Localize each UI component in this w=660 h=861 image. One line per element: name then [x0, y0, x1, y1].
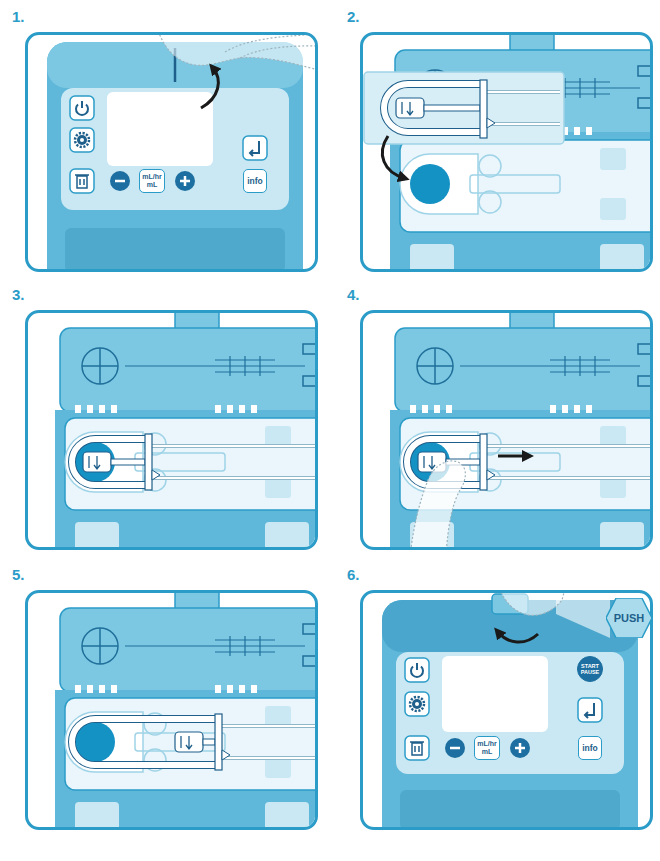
step-panel: 1.mL/hr mLinfo	[25, 32, 318, 272]
callout-label: PUSH	[614, 612, 645, 624]
step-panel: 5.	[25, 590, 318, 830]
step-number: 2.	[347, 8, 360, 25]
push-callout: PUSH	[606, 598, 652, 638]
step-panel: 3.	[25, 310, 318, 550]
step-number: 6.	[347, 566, 360, 583]
keypad-button: info	[243, 169, 267, 193]
start-pause-button: START PAUSE	[577, 656, 603, 682]
step-panel: 4.	[360, 310, 653, 550]
step-number: 1.	[12, 8, 25, 25]
button-label: info	[247, 176, 263, 186]
hex-shape	[606, 598, 652, 638]
button-label: mL/hr mL	[141, 173, 163, 190]
keypad-button: info	[578, 736, 602, 760]
button-label: START PAUSE	[579, 663, 601, 675]
button-label: info	[582, 743, 598, 753]
step-panel: 2.	[360, 32, 653, 272]
keypad-button: mL/hr mL	[474, 736, 500, 760]
button-label: mL/hr mL	[476, 740, 498, 757]
step-number: 5.	[12, 566, 25, 583]
step-number: 3.	[12, 286, 25, 303]
keypad-button: mL/hr mL	[139, 169, 165, 193]
step-number: 4.	[347, 286, 360, 303]
step-panel: 6.PUSHSTART PAUSEmL/hr mLinfo	[360, 590, 653, 830]
